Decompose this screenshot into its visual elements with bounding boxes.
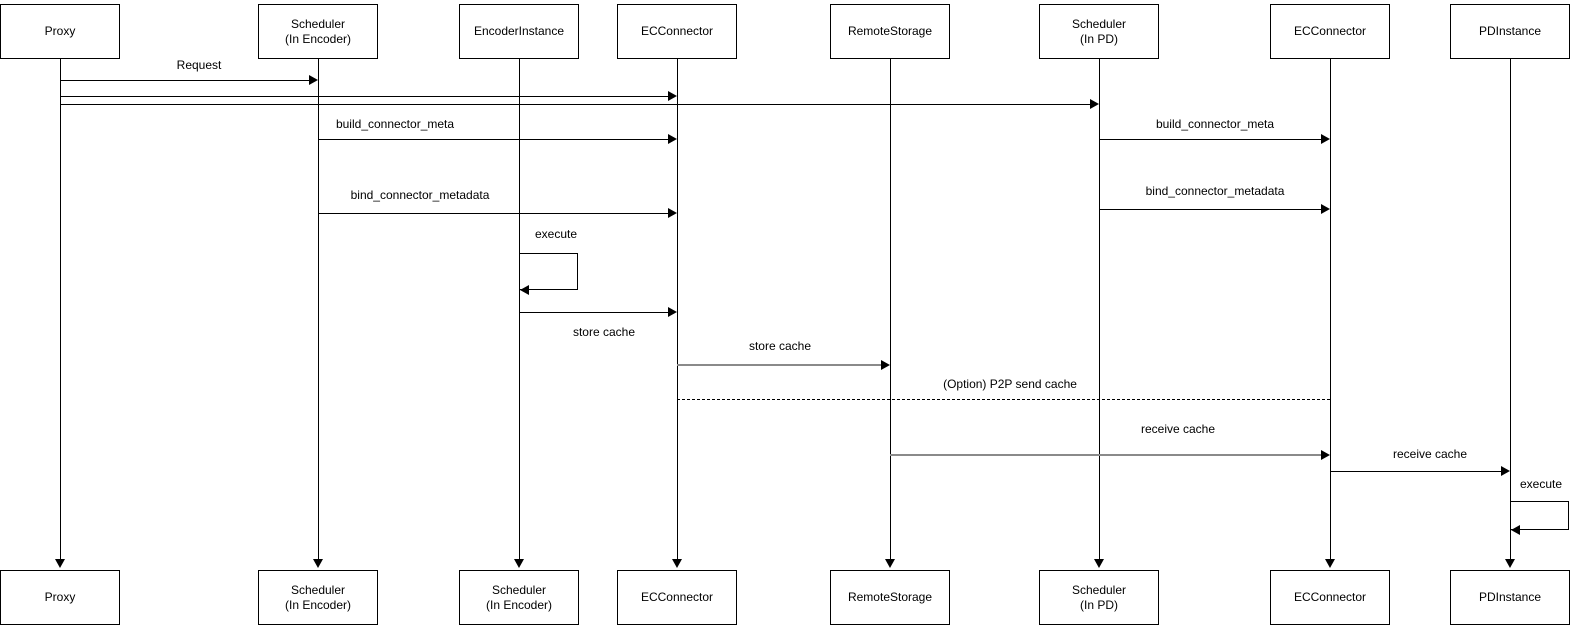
arrowhead-right-icon	[668, 91, 677, 101]
message-label: build_connector_meta	[333, 117, 457, 131]
message-line	[677, 364, 882, 366]
lifeline-end-arrow-icon	[885, 559, 895, 568]
message-label: receive cache	[1138, 422, 1218, 436]
message-line	[890, 454, 1322, 456]
message-label: execute	[532, 227, 580, 241]
arrowhead-right-icon	[1090, 99, 1099, 109]
lifeline-end-arrow-icon	[514, 559, 524, 568]
arrowhead-left-icon	[520, 285, 529, 295]
message-line	[519, 312, 669, 313]
actor-box-bottom-scheduler-enc: Scheduler (In Encoder)	[258, 570, 378, 625]
actor-box-top-remote-storage: RemoteStorage	[830, 4, 950, 59]
actor-box-top-scheduler-pd: Scheduler (In PD)	[1039, 4, 1159, 59]
actor-box-bottom-proxy: Proxy	[0, 570, 120, 625]
message-label: Request	[174, 58, 224, 72]
arrowhead-right-icon	[1501, 466, 1510, 476]
actor-box-top-proxy: Proxy	[0, 4, 120, 59]
message-label: bind_connector_metadata	[1143, 184, 1287, 198]
message-line	[677, 399, 1330, 400]
lifeline-ecconnector-2	[1330, 59, 1331, 560]
message-label: execute	[1517, 477, 1565, 491]
actor-box-bottom-encoder-inst: Scheduler (In Encoder)	[459, 570, 579, 625]
arrowhead-right-icon	[1321, 204, 1330, 214]
lifeline-end-arrow-icon	[313, 559, 323, 568]
lifeline-end-arrow-icon	[1505, 559, 1515, 568]
actor-box-bottom-remote-storage: RemoteStorage	[830, 570, 950, 625]
lifeline-end-arrow-icon	[55, 559, 65, 568]
lifeline-scheduler-enc	[318, 59, 319, 560]
lifeline-end-arrow-icon	[672, 559, 682, 568]
message-line	[60, 80, 310, 81]
lifeline-encoder-inst	[519, 59, 520, 560]
actor-box-bottom-ecconnector-2: ECConnector	[1270, 570, 1390, 625]
lifeline-scheduler-pd	[1099, 59, 1100, 560]
message-line	[60, 96, 669, 97]
actor-box-top-ecconnector-2: ECConnector	[1270, 4, 1390, 59]
arrowhead-right-icon	[668, 134, 677, 144]
lifeline-end-arrow-icon	[1325, 559, 1335, 568]
actor-box-top-scheduler-enc: Scheduler (In Encoder)	[258, 4, 378, 59]
arrowhead-right-icon	[1321, 450, 1330, 460]
lifeline-ecconnector-1	[677, 59, 678, 560]
arrowhead-right-icon	[668, 208, 677, 218]
message-line	[1099, 209, 1322, 210]
message-label: store cache	[746, 339, 814, 353]
self-message-loop	[519, 253, 578, 290]
lifeline-remote-storage	[890, 59, 891, 560]
actor-box-top-pdinstance: PDInstance	[1450, 4, 1570, 59]
arrowhead-right-icon	[881, 360, 890, 370]
message-line	[1330, 471, 1502, 472]
lifeline-pdinstance	[1510, 59, 1511, 560]
actor-box-bottom-scheduler-pd: Scheduler (In PD)	[1039, 570, 1159, 625]
message-line	[318, 213, 669, 214]
lifeline-end-arrow-icon	[1094, 559, 1104, 568]
message-line	[318, 139, 669, 140]
message-label: bind_connector_metadata	[348, 188, 492, 202]
message-label: receive cache	[1390, 447, 1470, 461]
arrowhead-right-icon	[1321, 134, 1330, 144]
message-line	[60, 104, 1091, 105]
actor-box-top-encoder-inst: EncoderInstance	[459, 4, 579, 59]
arrowhead-left-icon	[1511, 525, 1520, 535]
arrowhead-right-icon	[309, 75, 318, 85]
actor-box-bottom-pdinstance: PDInstance	[1450, 570, 1570, 625]
lifeline-proxy	[60, 59, 61, 560]
actor-box-top-ecconnector-1: ECConnector	[617, 4, 737, 59]
actor-box-bottom-ecconnector-1: ECConnector	[617, 570, 737, 625]
arrowhead-right-icon	[668, 307, 677, 317]
message-label: store cache	[570, 325, 638, 339]
message-label: (Option) P2P send cache	[941, 377, 1079, 391]
message-line	[1099, 139, 1322, 140]
self-message-loop	[1510, 501, 1569, 530]
message-label: build_connector_meta	[1153, 117, 1277, 131]
